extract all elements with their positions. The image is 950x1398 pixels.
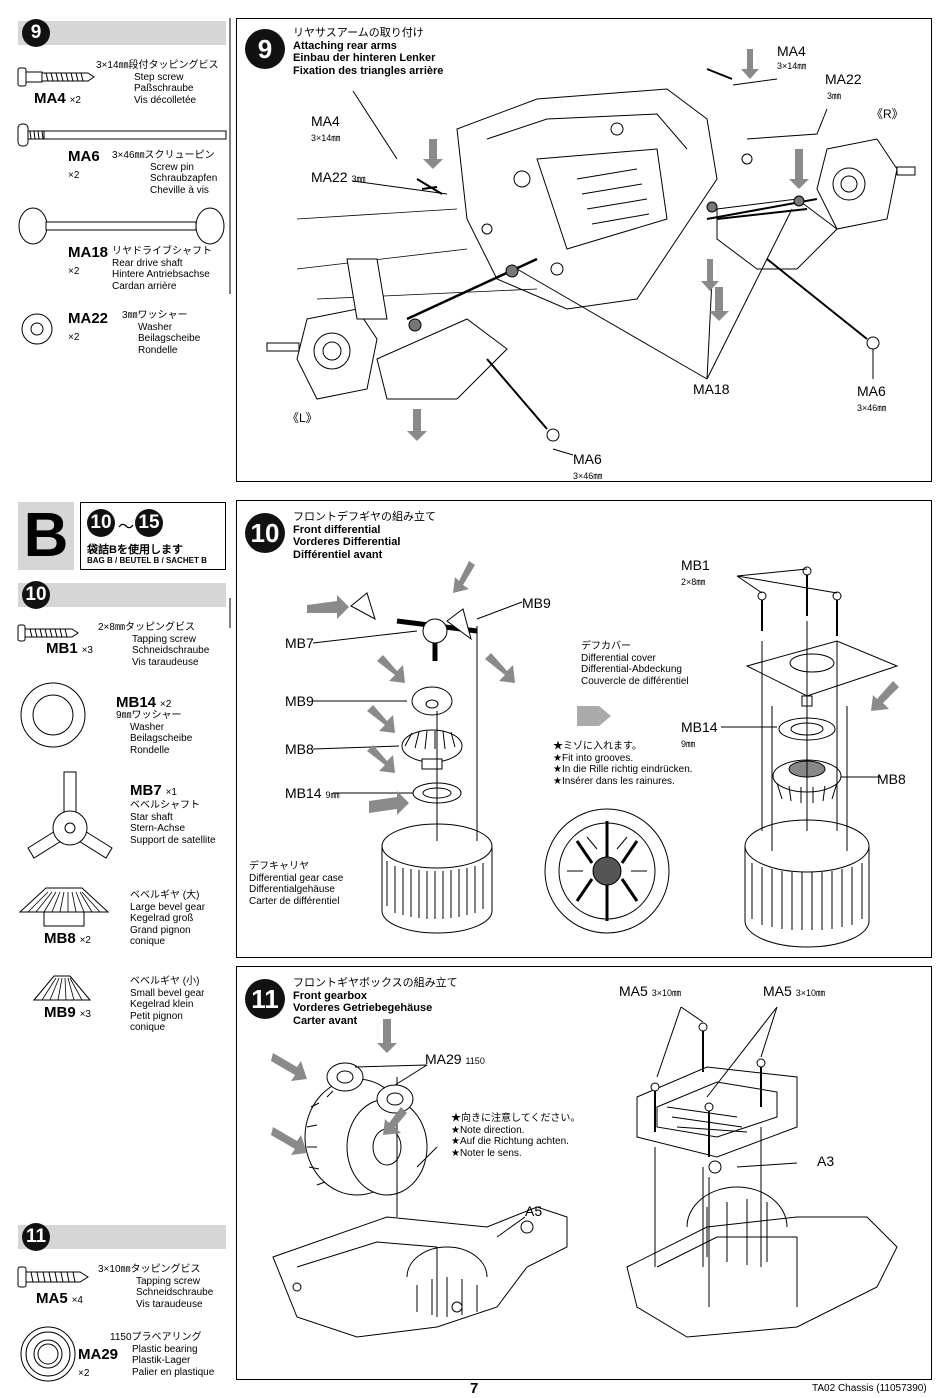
step11-panel-badge: 11 [245, 979, 285, 1019]
mb8-description: ベベルギヤ (大) Large bevel gear Kegelrad groß… [130, 890, 206, 947]
ma18-description: リヤドライブシャフト Rear drive shaft Hintere Antr… [112, 246, 212, 292]
mb14-right-label: MB14 [681, 719, 718, 735]
step10-title: フロントデフギヤの組み立て Front differential Vordere… [293, 511, 436, 561]
step10-number-badge: 10 [22, 581, 50, 609]
diff-cover-caption: デフカバー Differential cover Differential-Ab… [581, 641, 689, 687]
ma22-right-size: 3㎜ [827, 91, 842, 101]
step11-title: フロントギヤボックスの組み立て Front gearbox Vorderes G… [293, 977, 458, 1027]
step10-panel-badge: 10 [245, 513, 285, 553]
footer-text: TA02 Chassis (11057390) [812, 1383, 927, 1394]
ma6-right-size: 3×46㎜ [857, 403, 887, 413]
small-bevel-gear-icon [32, 975, 92, 1001]
bag-step-to-badge: 15 [135, 509, 163, 537]
step-screw-icon [17, 67, 95, 87]
mb7-part-code: MB7 ×1 [130, 782, 177, 799]
ma4-right-label: MA4 [777, 43, 806, 59]
page-number: 7 [470, 1380, 479, 1397]
step9-header-bar [18, 18, 226, 48]
bag-tilde: ～ [118, 519, 135, 536]
diff-case-caption: デフキャリヤ Differential gear case Differenti… [249, 861, 344, 907]
ma4-left-size: 3×14㎜ [311, 133, 341, 143]
step9-title: リヤサスアームの取り付け Attaching rear arms Einbau … [293, 27, 444, 77]
bag-letter: B [18, 502, 74, 570]
bag-line-en: BAG B / BEUTEL B / SACHET B [87, 556, 207, 565]
ma5-part-code: MA5 ×4 [36, 1290, 83, 1307]
mb7-description: ベベルシャフト Star shaft Stern-Achse Support d… [130, 800, 216, 846]
mb9-description: ベベルギヤ (小) Small bevel gear Kegelrad klei… [130, 976, 205, 1033]
a3-label: A3 [817, 1153, 835, 1169]
step9-number-badge: 9 [22, 19, 50, 47]
ma5-right-label: MA5 3×10㎜ [763, 983, 825, 999]
step10-header-bar [18, 580, 226, 610]
ma29-label: MA29 1150 [425, 1051, 485, 1067]
step9-panel: 9 リヤサスアームの取り付け Attaching rear arms Einba… [236, 18, 932, 482]
a5-label: A5 [525, 1203, 543, 1219]
ma5-left-label: MA5 3×10㎜ [619, 983, 681, 999]
ma4-description: 3×14㎜段付タッピングビス Step screw Paßschraube Vi… [96, 60, 219, 106]
mb8-part-code: MB8 ×2 [44, 930, 91, 947]
mb8-label: MB8 [285, 741, 314, 757]
washer-9mm-icon [20, 682, 86, 748]
bag-step-from-badge: 10 [87, 509, 115, 537]
washer-icon [21, 313, 53, 345]
ma29-part-code: MA29×2 [78, 1346, 119, 1379]
tapping-screw-ma5-icon [17, 1266, 89, 1288]
mb14-part-code: MB14 ×2 [116, 694, 172, 711]
ma4-right-size: 3×14㎜ [777, 61, 807, 71]
mb14-label: MB14 9㎜ [285, 785, 340, 801]
step9-panel-badge: 9 [245, 29, 285, 69]
column-divider [229, 18, 231, 628]
mb1-size: 2×8㎜ [681, 577, 706, 587]
right-side-mark: 《R》 [871, 107, 904, 121]
rear-drive-shaft-icon [18, 207, 225, 245]
fit-grooves-note: ★ミゾに入れます。 ★Fit into grooves. ★In die Ril… [553, 741, 693, 787]
ma22-left-label: MA22 3㎜ [311, 169, 366, 185]
mb9-part-code: MB9 ×3 [44, 1004, 91, 1021]
front-gearbox-drawing [271, 1006, 898, 1338]
ma18-label: MA18 [693, 381, 730, 397]
ma4-left-label: MA4 [311, 113, 340, 129]
plastic-bearing-icon [20, 1326, 76, 1382]
step11-number-badge: 11 [22, 1223, 50, 1251]
ma6-bottom-size: 3×46㎜ [573, 471, 603, 481]
front-differential-drawing [307, 561, 899, 948]
mb1-description: 2×8㎜タッピングビス Tapping screw Schneidschraub… [98, 622, 210, 668]
ma29-description: 1150プラベアリング Plastic bearing Plastik-Lage… [110, 1332, 215, 1378]
ma22-right-label: MA22 [825, 71, 862, 87]
step10-panel: 10 フロントデフギヤの組み立て Front differential Vord… [236, 500, 932, 958]
screw-pin-icon [17, 123, 227, 147]
mb7-label: MB7 [285, 635, 314, 651]
large-bevel-gear-icon [18, 887, 110, 927]
ma6-description: 3×46㎜スクリューピン Screw pin Schraubzapfen Che… [112, 150, 218, 196]
ma22-description: 3㎜ワッシャー Washer Beilagscheibe Rondelle [122, 310, 201, 356]
bag-info-box: 10 ～ 15 袋詰Bを使用します BAG B / BEUTEL B / SAC… [80, 502, 226, 570]
step11-header-bar [18, 1222, 226, 1252]
step11-panel: 11 フロントギヤボックスの組み立て Front gearbox Vordere… [236, 966, 932, 1380]
mb14-right-size: 9㎜ [681, 739, 696, 749]
ma5-description: 3×10㎜タッピングビス Tapping screw Schneidschrau… [98, 1264, 214, 1310]
mb9-top-label: MB9 [522, 595, 551, 611]
bag-line-jp: 袋詰Bを使用します [87, 544, 183, 556]
mb14-description: 9㎜ワッシャー Washer Beilagscheibe Rondelle [116, 710, 193, 756]
ma6-bottom-label: MA6 [573, 451, 602, 467]
rear-arms-assembly-drawing [266, 49, 916, 456]
ma22-part-code: MA22×2 [68, 310, 109, 343]
mb1-part-code: MB1 ×3 [46, 640, 93, 657]
mb1-label: MB1 [681, 557, 710, 573]
mb9-mid-label: MB9 [285, 693, 314, 709]
ma18-part-code: MA18×2 [68, 244, 109, 277]
note-direction: ★向きに注意してください。 ★Note direction. ★Auf die … [451, 1113, 581, 1159]
ma6-right-label: MA6 [857, 383, 886, 399]
mb8-right-label: MB8 [877, 771, 906, 787]
ma6-part-code: MA6×2 [68, 148, 100, 181]
ma4-part-code: MA4 ×2 [34, 90, 81, 107]
tapping-screw-mb1-icon [17, 624, 79, 642]
star-shaft-icon [27, 771, 113, 859]
left-side-mark: 《L》 [287, 411, 318, 425]
